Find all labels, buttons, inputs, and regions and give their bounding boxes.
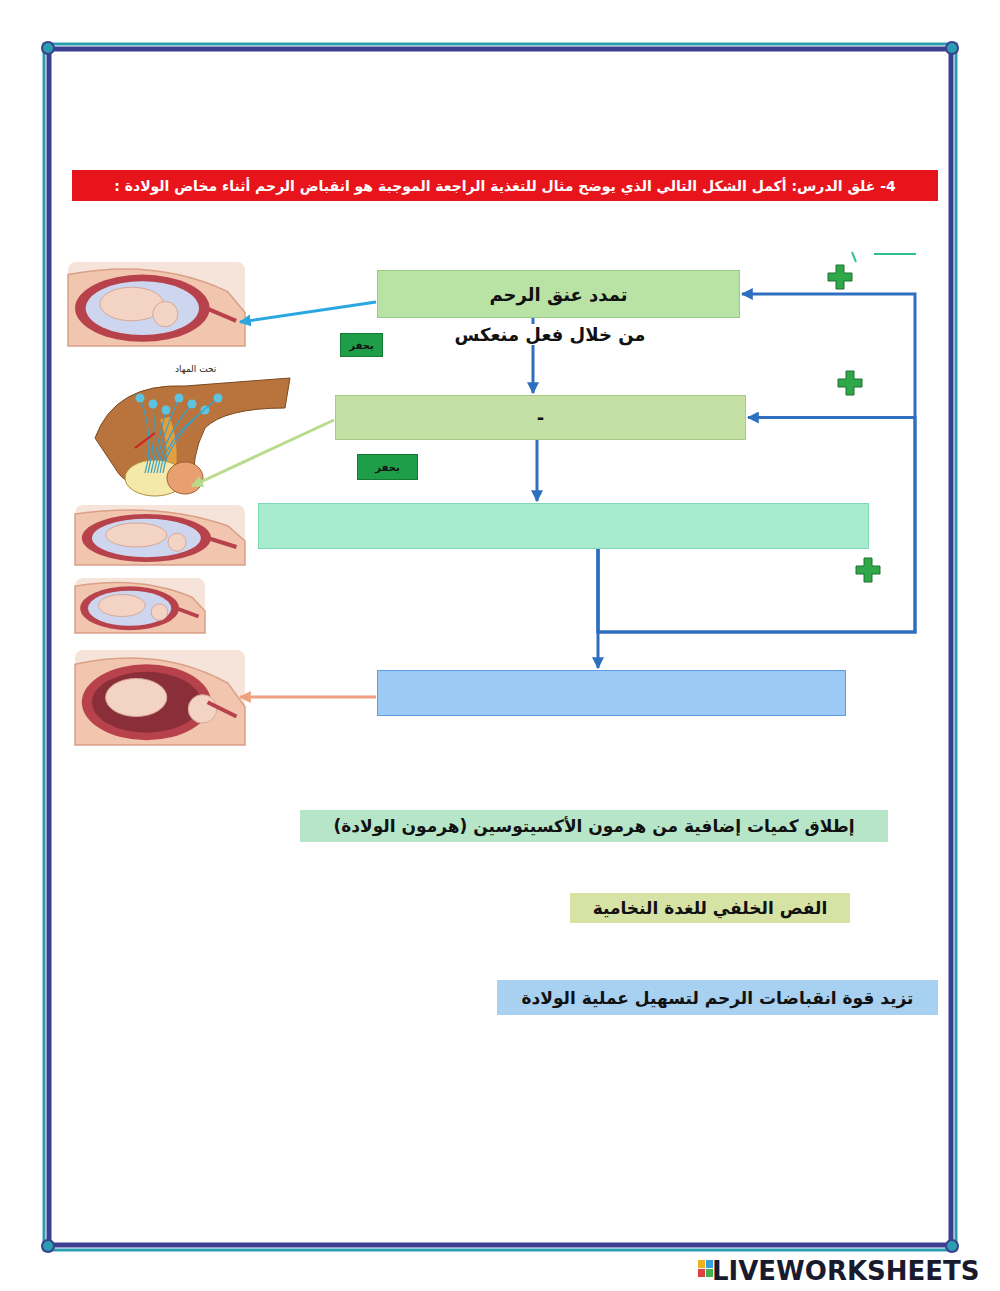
- picture-ground: [75, 650, 245, 745]
- page-frame: [49, 49, 951, 1245]
- title: 4- غلق الدرس: أكمل الشكل التالي الذي يوض…: [114, 178, 896, 194]
- process-box: تمدد عنق الرحم: [377, 270, 740, 318]
- edge-label: من خلال فعل منعكس: [451, 324, 650, 345]
- plus-shape: [828, 265, 852, 289]
- flow-arrow: [536, 440, 539, 501]
- leader-line: [192, 420, 334, 486]
- plus-symbol: [856, 558, 880, 582]
- fetus-body: [106, 523, 167, 547]
- uterus-illustration: [75, 505, 245, 565]
- uterus-illustration: [68, 262, 245, 346]
- cervix: [206, 308, 236, 321]
- logo-square: [698, 1269, 705, 1277]
- body-outline: [75, 658, 245, 745]
- node-text: تزيد قوة انقباضات الرحم لتسهيل عملية الو…: [522, 988, 914, 1008]
- neuron-body: [162, 406, 171, 415]
- process-box: [258, 503, 869, 549]
- logo-square: [706, 1260, 713, 1268]
- part-label: تحت المهاد: [175, 364, 216, 374]
- neuron-body: [214, 394, 223, 403]
- fetus-body: [106, 679, 167, 717]
- body-outline: [75, 510, 245, 565]
- neuron-axon: [163, 398, 218, 473]
- answer-card: الفص الخلفي للغدة النخامية: [570, 893, 850, 923]
- stimulus-tag: يحفز: [340, 333, 383, 357]
- plus-shape: [856, 558, 880, 582]
- tick-mark: [852, 252, 916, 262]
- result-box: [377, 670, 846, 716]
- neuron-body: [149, 400, 158, 409]
- plus-symbol: [828, 265, 852, 289]
- uterus-wall: [80, 586, 179, 630]
- node-text: يحفز: [349, 340, 373, 351]
- frame-corner: [42, 1240, 54, 1252]
- hypothalamus-tissue: [95, 378, 290, 493]
- fetus-head: [168, 533, 186, 551]
- neuron-body: [188, 400, 197, 409]
- uterus-illustration: [75, 650, 245, 745]
- cervix: [208, 702, 237, 716]
- picture-ground: [75, 578, 205, 633]
- plus-symbol: [838, 371, 862, 395]
- answer-card: تزيد قوة انقباضات الرحم لتسهيل عملية الو…: [497, 980, 938, 1015]
- leader-line: [240, 696, 376, 699]
- amniotic-sac: [88, 591, 171, 626]
- stimulus-tag: يحفز: [357, 454, 418, 480]
- node-text: إطلاق كميات إضافية من هرمون الأكسيتوسين …: [333, 816, 854, 836]
- node-text: -: [537, 407, 544, 428]
- amniotic-sac: [92, 519, 201, 557]
- amniotic-sac: [92, 672, 201, 733]
- node-text: الفص الخلفي للغدة النخامية: [593, 898, 828, 918]
- uterus-illustration: [75, 578, 205, 633]
- neuron-body: [136, 394, 145, 403]
- cervix: [176, 608, 198, 616]
- frame-corner: [946, 42, 958, 54]
- body-outline: [68, 269, 245, 346]
- body-outline: [75, 583, 205, 633]
- answer-card: إطلاق كميات إضافية من هرمون الأكسيتوسين …: [300, 810, 888, 842]
- uterus-wall: [82, 514, 211, 562]
- picture-ground: [75, 505, 245, 565]
- title-bar: 4- غلق الدرس: أكمل الشكل التالي الذي يوض…: [72, 170, 938, 201]
- neuron-body: [175, 394, 184, 403]
- fetus-body: [98, 595, 145, 617]
- logo-square: [698, 1260, 705, 1268]
- plus-shape: [838, 371, 862, 395]
- node-text: تمدد عنق الرحم: [489, 284, 627, 305]
- frame-corner: [946, 1240, 958, 1252]
- anterior-pituitary: [167, 462, 203, 494]
- uterus-wall: [75, 275, 210, 342]
- frame-corner: [42, 42, 54, 54]
- fetus-head: [188, 695, 217, 724]
- cervix: [208, 538, 237, 547]
- process-box: -: [335, 395, 746, 440]
- page-frame-outer: [44, 44, 956, 1250]
- watermark: LIVEWORKSHEETS: [712, 1256, 980, 1286]
- picture-ground: [68, 262, 245, 346]
- blood-vessel: [135, 433, 155, 448]
- fetus-head: [153, 301, 178, 326]
- neuron-axon: [140, 398, 149, 473]
- amniotic-sac: [86, 281, 199, 335]
- neuron-axon: [160, 410, 205, 473]
- logo-square: [706, 1269, 713, 1277]
- node-text: يحفز: [375, 462, 399, 473]
- fetus-head: [151, 604, 168, 621]
- pituitary-illustration: [95, 378, 290, 496]
- neuron-axon: [154, 398, 179, 473]
- neuron-body: [201, 406, 210, 415]
- leader-line: [240, 302, 376, 322]
